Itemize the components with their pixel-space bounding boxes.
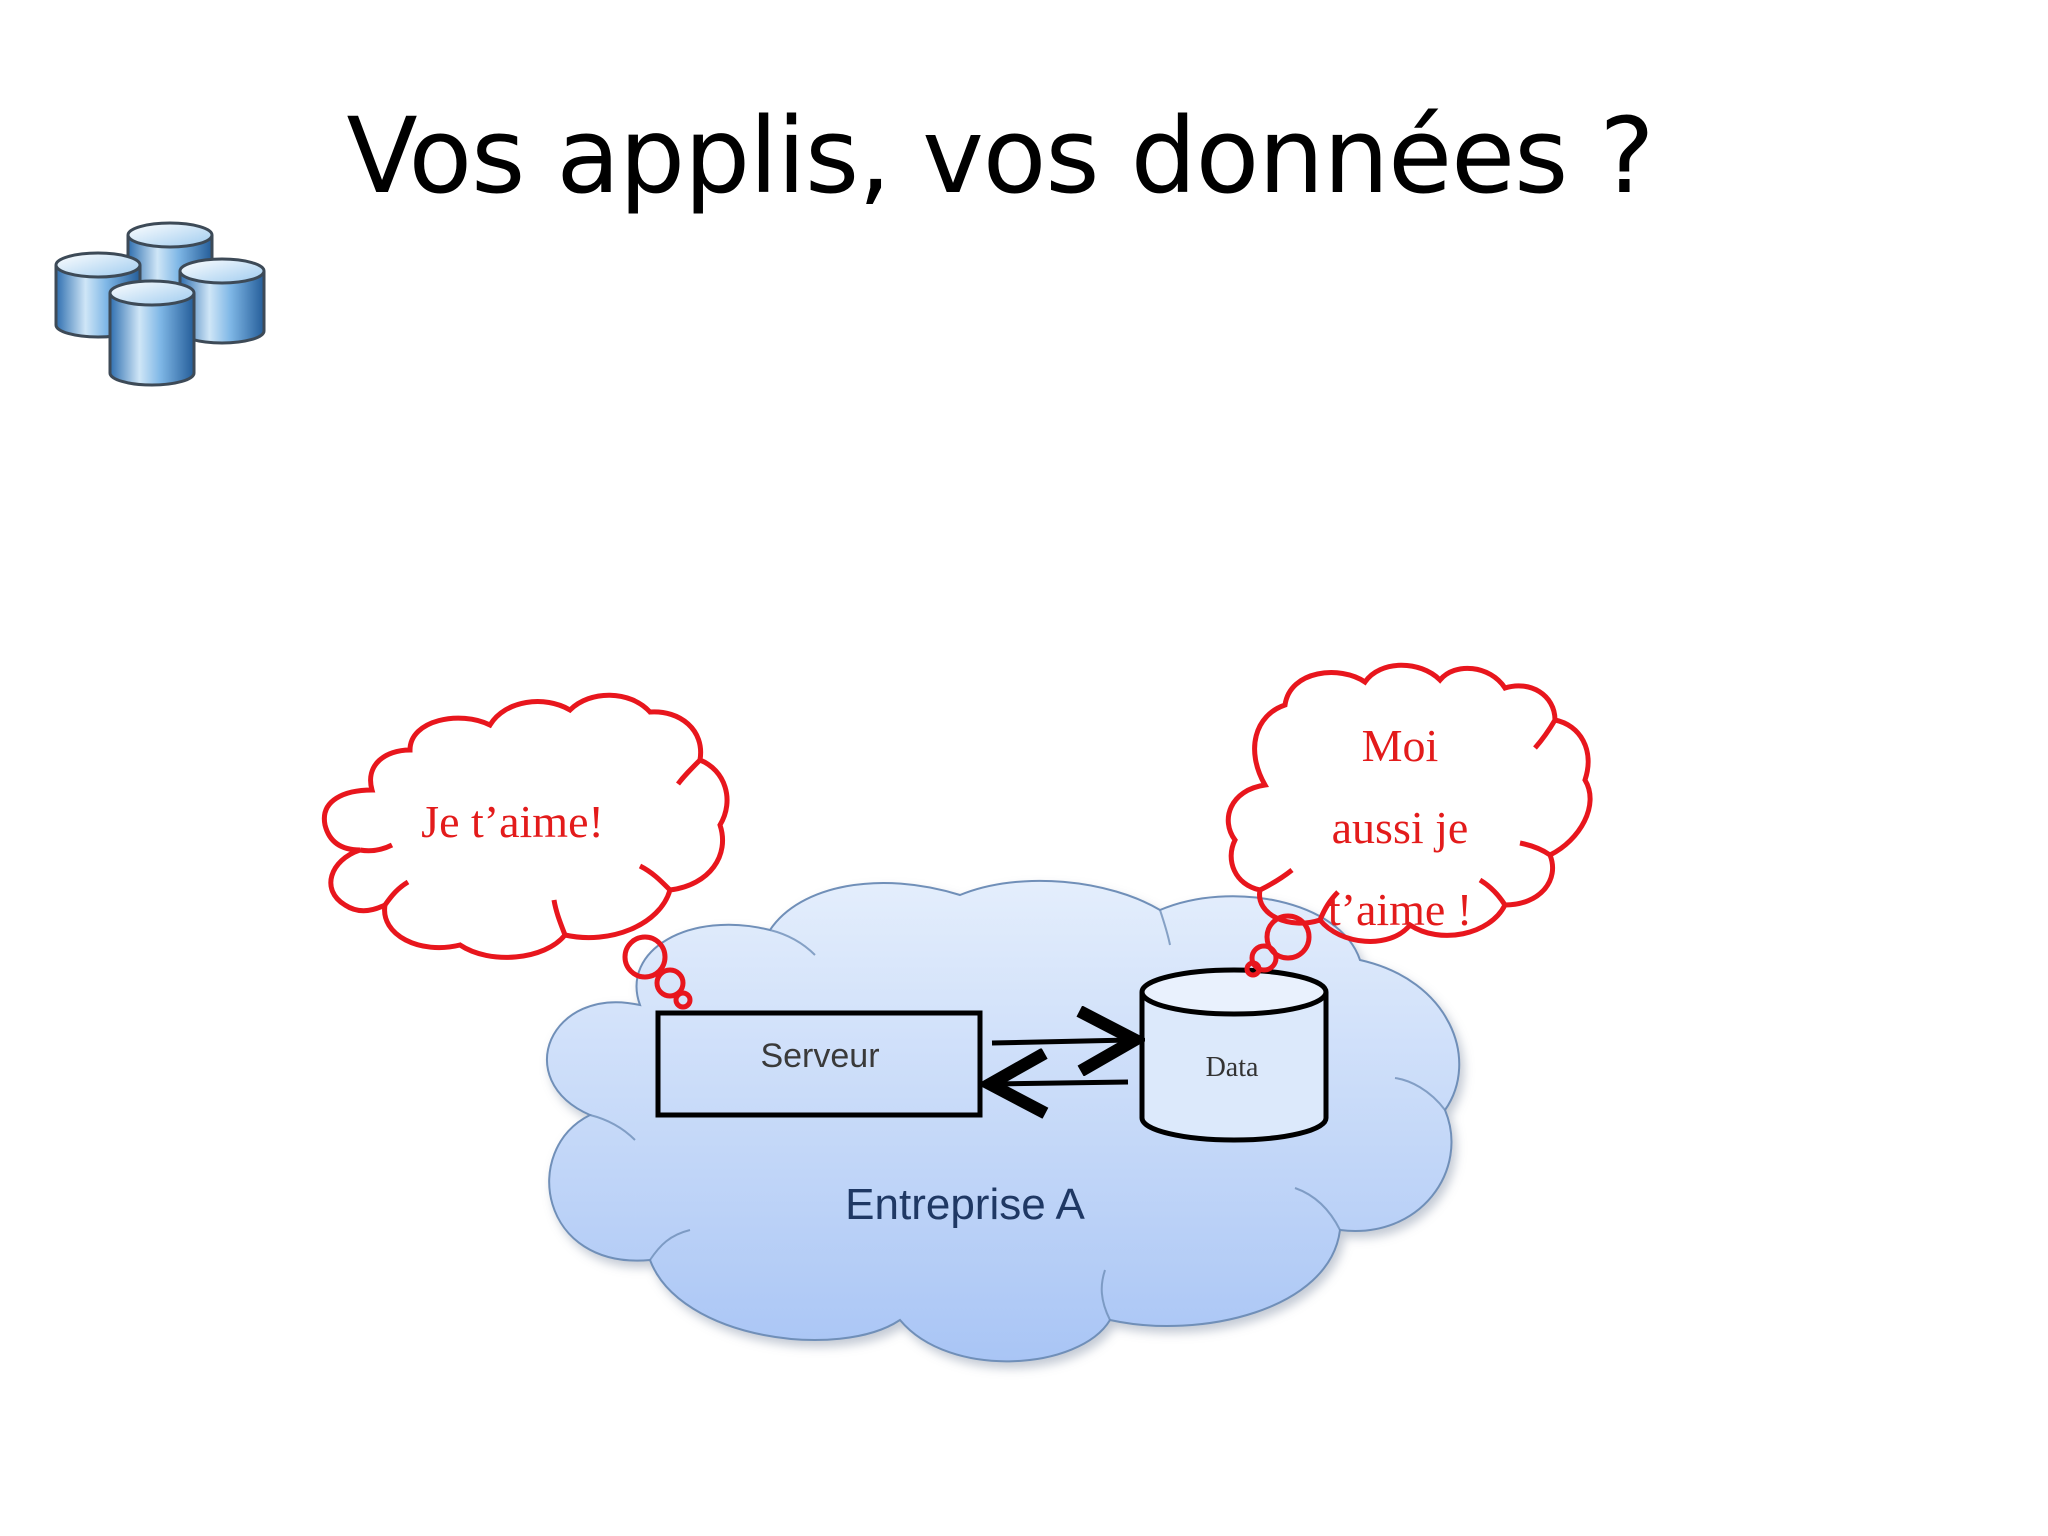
server-label: Serveur bbox=[760, 1037, 880, 1075]
database-cluster-icon bbox=[54, 221, 266, 387]
thought-right-line-2: aussi je bbox=[1331, 802, 1469, 853]
arrow-to-server bbox=[995, 1082, 1129, 1084]
thought-right-line-1: Moi bbox=[1361, 720, 1439, 771]
thought-right-text: Moi aussi je t’aime ! bbox=[1290, 705, 1510, 951]
slide-title: Vos applis, vos données ? bbox=[346, 95, 1654, 217]
thought-right-line-3: t’aime ! bbox=[1327, 884, 1473, 935]
data-label: Data bbox=[1205, 1052, 1259, 1083]
thought-left-text: Je t’aime! bbox=[421, 796, 604, 847]
thought-bubble-right bbox=[1225, 662, 1593, 978]
arrow-to-data bbox=[991, 1040, 1130, 1043]
enterprise-label: Entreprise A bbox=[845, 1180, 1085, 1229]
data-cylinder bbox=[1139, 967, 1329, 1143]
thought-bubble-left bbox=[321, 692, 730, 1010]
